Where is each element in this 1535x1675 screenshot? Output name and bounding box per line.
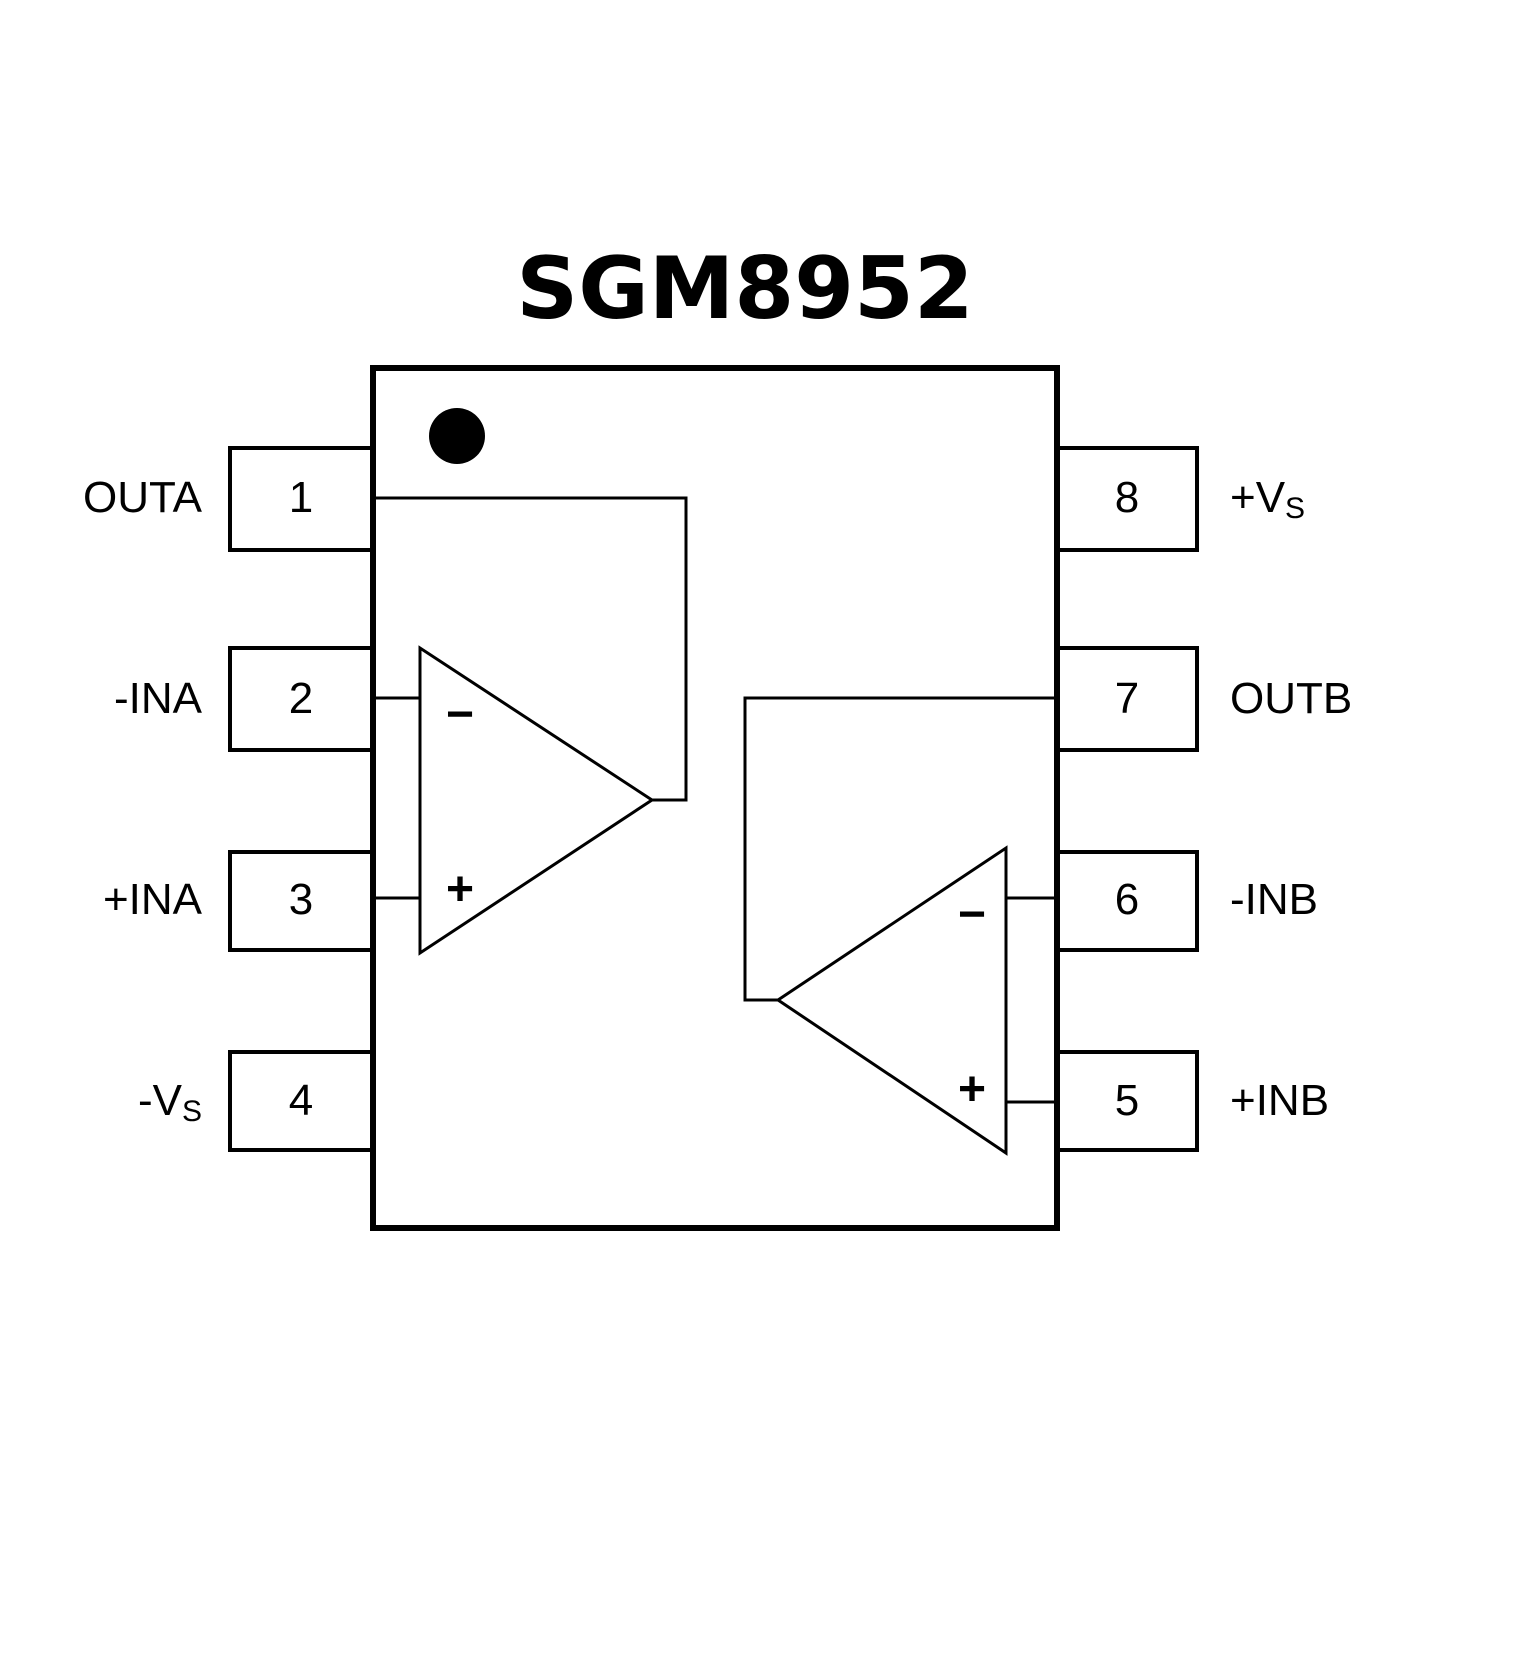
pin-2-number: 2 [289,674,313,723]
pin-1-number: 1 [289,473,313,522]
pin-3-box [228,850,373,952]
op-amp-a: − + [376,496,688,956]
op-amp-a-noninverting-sign: + [446,863,474,916]
pin-6-number: 6 [1115,875,1139,924]
pin1-marker-dot [429,408,485,464]
pin-6-name: -INB [1230,875,1318,924]
pin-8-name: +VS [1230,473,1305,525]
op-amp-b: − + [743,696,1054,1156]
op-amp-a-triangle [418,645,655,956]
wire-outa [376,496,688,802]
pin-1-box [228,446,373,552]
pin-5-name: +INB [1230,1076,1329,1125]
pin-2-name: -INA [114,674,203,723]
pin-7-name: OUTB [1230,674,1352,723]
pin-7-box [1057,646,1199,752]
pin-3: 3 +INA [103,850,373,952]
pin-4: 4 -VS [138,1050,373,1152]
chip-title: SGM8952 [516,239,973,339]
pin-4-box [228,1050,373,1152]
pin-2-box [228,646,373,752]
pin-8: 8 +VS [1057,446,1305,552]
pin-8-box [1057,446,1199,552]
pin-4-number: 4 [289,1076,313,1125]
pin-4-name: -VS [138,1076,202,1128]
pin-7-number: 7 [1115,674,1139,723]
pin-5-box [1057,1050,1199,1152]
pin-1-name: OUTA [83,473,203,522]
pin-3-name: +INA [103,875,203,924]
pin-5-number: 5 [1115,1076,1139,1125]
pin-3-number: 3 [289,875,313,924]
op-amp-b-noninverting-sign: + [958,1063,986,1116]
ic-body [370,365,1060,1231]
pin-5: 5 +INB [1057,1050,1329,1152]
pin-8-number: 8 [1115,473,1139,522]
op-amp-b-triangle [775,845,1008,1156]
pin-1: 1 OUTA [83,446,373,552]
pin-2: 2 -INA [114,646,373,752]
pin-6-box [1057,850,1199,952]
op-amp-b-inverting-sign: − [958,888,986,941]
pin-7: 7 OUTB [1057,646,1352,752]
pin-6: 6 -INB [1057,850,1318,952]
wire-outb [743,696,1054,1002]
op-amp-a-inverting-sign: − [446,688,474,741]
